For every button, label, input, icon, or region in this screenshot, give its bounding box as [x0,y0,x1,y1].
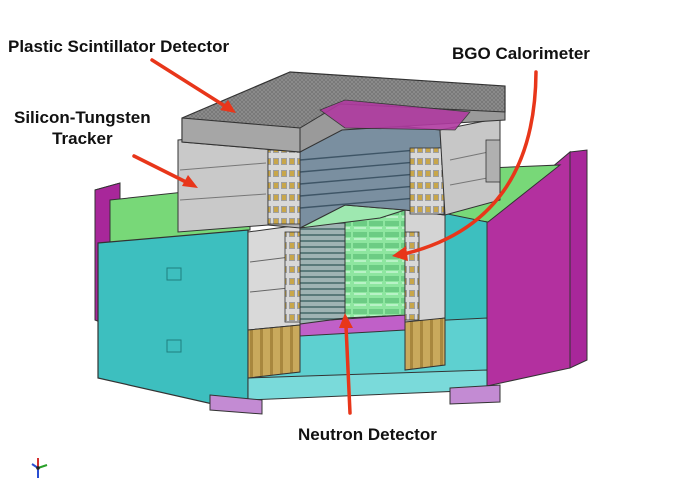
callout-arrows [132,58,538,415]
arrow-plastic [150,58,236,113]
tracker-shape [177,117,501,233]
axis-triad-icon [31,458,48,478]
label-plastic-scintillator-detector: Plastic Scintillator Detector [8,37,230,56]
label-neutron-detector: Neutron Detector [298,425,437,444]
label-tracker-line2: Tracker [52,129,113,149]
plastic-scintillator-shape [181,71,506,153]
label-silicon-tungsten-tracker: Silicon-Tungsten Tracker [14,107,151,150]
label-bgo-calorimeter: BGO Calorimeter [452,44,590,63]
arrow-neutron [339,313,353,415]
arrow-bgo [392,70,538,261]
label-tracker-line1: Silicon-Tungsten [14,108,151,127]
arrow-tracker [132,154,198,188]
